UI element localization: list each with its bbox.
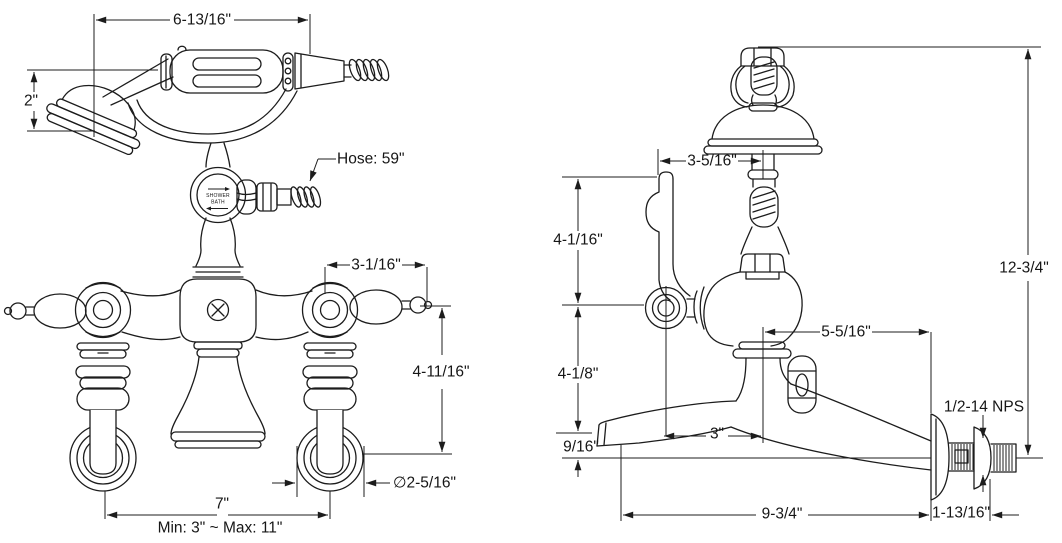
dim-center-to-spout: 4-1/8"	[558, 307, 599, 431]
dim-overall-height: 12-3/4"	[999, 49, 1049, 455]
faucet-body-front	[3, 266, 433, 492]
dim-lever-above-center: 4-1/16"	[553, 179, 603, 303]
dim-spout-center-to-wall: 5-5/16"	[765, 324, 929, 341]
hand-shower-front	[46, 45, 390, 156]
dim-lever-to-column: 3-5/16"	[660, 153, 761, 170]
dim-spout-reach: 9-3/4"	[623, 506, 929, 523]
dim-supply-spread: 7" Min: 3" ~ Max: 11"	[107, 496, 328, 537]
dim-label: 4-1/16"	[553, 232, 602, 249]
thread-spec-label: 1/2-14 NPS	[944, 399, 1024, 416]
tub-spout-front	[170, 341, 266, 449]
dim-spout-to-supply: 9/16"	[563, 439, 599, 477]
thread-spec-callout: 1/2-14 NPS	[944, 399, 1024, 492]
lever-handle-side	[645, 171, 691, 301]
dim-label: 12-3/4"	[999, 260, 1048, 277]
wall-mount-assembly	[930, 413, 1017, 501]
dim-label: 3"	[710, 426, 724, 443]
dim-head-height: 2"	[24, 72, 38, 129]
shower-head	[46, 84, 141, 156]
dim-label: 1-13/16"	[932, 505, 990, 522]
right-handle	[349, 289, 433, 325]
right-union	[296, 342, 364, 492]
left-union	[69, 342, 137, 492]
screw-icon	[211, 303, 225, 317]
diverter-label-shower: SHOWER	[206, 193, 230, 199]
diverter-assembly: SHOWER BATH	[189, 142, 322, 267]
hose-length-callout: Hose: 59"	[309, 151, 405, 182]
dim-label: 3-5/16"	[687, 153, 736, 170]
dim-label: 3-1/16"	[351, 257, 400, 274]
dim-label: 7"	[215, 496, 229, 513]
hose-coil-icon	[348, 58, 390, 82]
dim-handshower-width: 6-13/16"	[96, 12, 308, 29]
dim-label: 6-13/16"	[173, 12, 231, 29]
dim-label: 5-5/16"	[821, 324, 870, 341]
diverter-badge: SHOWER BATH	[206, 187, 230, 211]
front-view: SHOWER BATH	[3, 12, 470, 537]
dim-union-diameter: ∅2-5/16"	[272, 475, 456, 492]
dim-nipple-length: 1-13/16"	[932, 505, 1019, 522]
dim-handle-length: 3-1/16"	[327, 257, 425, 274]
side-view: 3-5/16" 4-1/16" 4-1/8" 9/16" 3" 5-5/16"	[553, 46, 1049, 523]
dim-label: 4-1/8"	[558, 366, 599, 383]
dim-handle-to-supply: 4-11/16"	[413, 308, 470, 452]
front-dimensions: 6-13/16" 2" Hose: 59" 3-1/16" 4-11/16" ∅…	[24, 12, 470, 537]
dim-label: 4-11/16"	[413, 364, 470, 381]
left-handle	[3, 293, 87, 329]
valve-body-side	[562, 171, 1043, 501]
dim-label: 2"	[24, 93, 38, 110]
hose-length-label: Hose: 59"	[337, 151, 405, 168]
shower-holder-column	[703, 47, 823, 255]
dim-label: 9/16"	[563, 439, 599, 456]
dim-label: 9-3/4"	[762, 506, 803, 523]
dim-wall-to-spout-center: 3"	[664, 426, 761, 443]
side-dimensions: 3-5/16" 4-1/16" 4-1/8" 9/16" 3" 5-5/16"	[553, 46, 1049, 523]
tube-nut	[787, 355, 817, 414]
dim-range-label: Min: 3" ~ Max: 11"	[158, 520, 283, 537]
dim-label: ∅2-5/16"	[393, 475, 456, 492]
diverter-label-bath: BATH	[211, 200, 225, 206]
